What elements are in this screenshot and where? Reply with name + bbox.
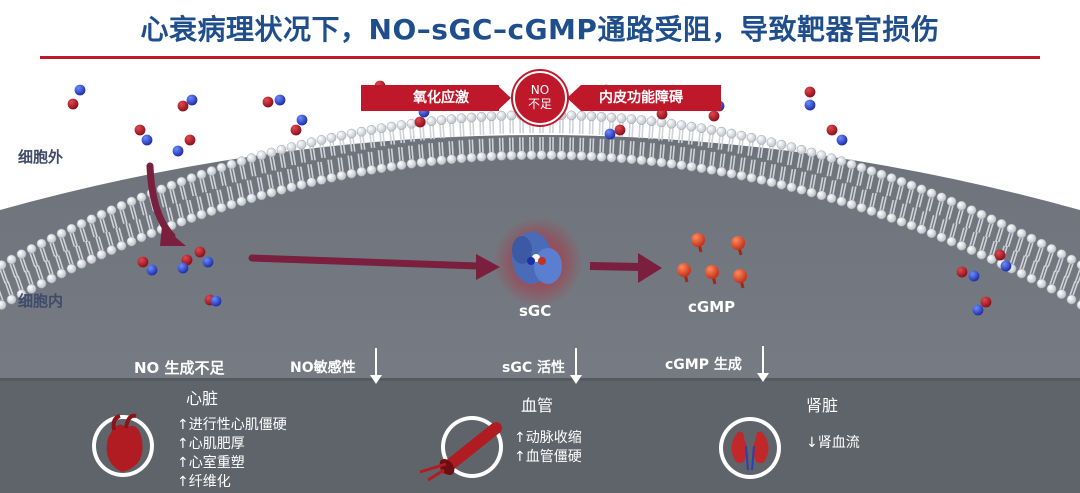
heart-effect: ↑心肌肥厚 — [177, 436, 245, 452]
kidney-effects-list: ↓肾血流 — [806, 434, 860, 453]
vessel-effect: ↑血管僵硬 — [514, 449, 582, 465]
heart-icon — [92, 413, 154, 477]
title-underline — [40, 56, 1040, 59]
endothelial-dysfunction-badge: 内皮功能障碍 — [581, 85, 721, 111]
heart-effect: ↑纤维化 — [177, 474, 231, 490]
down-arrow-icon — [570, 348, 582, 384]
organ-vessel-title: 血管 — [521, 396, 554, 415]
sgc-activity-label: sGC 活性 — [502, 360, 565, 376]
kidney-icon — [719, 417, 781, 479]
no-badge-line1: NO — [530, 83, 550, 97]
oxidative-stress-label: 氧化应激 — [413, 90, 469, 106]
page-title: 心衰病理状况下，NO–sGC–cGMP通路受阻，导致靶器官损伤 — [140, 13, 940, 46]
heart-effect: ↑心室重塑 — [177, 455, 245, 471]
arrow-right-icon — [497, 85, 511, 111]
extracellular-label: 细胞外 — [18, 148, 64, 166]
no-to-sgc-arrow — [248, 254, 482, 270]
no-deficiency-badge: NO 不足 — [513, 71, 567, 125]
heart-effect: ↑进行性心肌僵硬 — [177, 417, 287, 433]
no-deficiency-label: NO 生成不足 — [134, 359, 225, 377]
down-arrow-icon — [757, 346, 769, 382]
blood-vessel-icon — [419, 416, 503, 482]
cgmp-production-label: cGMP 生成 — [665, 357, 742, 373]
sgc-to-cgmp-arrow — [589, 262, 641, 271]
cgmp-molecules — [677, 233, 747, 289]
sgc-label: sGC — [519, 302, 552, 320]
heart-effects-list: ↑进行性心肌僵硬 ↑心肌肥厚 ↑心室重塑 ↑纤维化 — [177, 416, 287, 492]
arrow-left-icon — [567, 85, 581, 111]
intracellular-label: 细胞内 — [18, 292, 64, 310]
kidney-effect: ↓肾血流 — [806, 435, 860, 451]
pathway-diagram — [0, 80, 1080, 493]
no-sensitivity-label: NO敏感性 — [290, 360, 356, 376]
cgmp-label: cGMP — [688, 298, 736, 316]
organ-kidney-title: 肾脏 — [806, 396, 839, 415]
vessel-effects-list: ↑动脉收缩 ↑血管僵硬 — [514, 429, 582, 467]
no-molecules — [67, 80, 1012, 316]
organ-band — [0, 380, 1080, 493]
oxidative-stress-badge: 氧化应激 — [361, 85, 499, 111]
organ-heart-title: 心脏 — [186, 389, 219, 408]
endothelial-dysfunction-label: 内皮功能障碍 — [599, 90, 683, 106]
sgc-enzyme-icon — [512, 232, 562, 284]
vessel-effect: ↑动脉收缩 — [514, 430, 582, 446]
no-badge-line2: 不足 — [527, 97, 552, 111]
down-arrow-icon — [370, 348, 382, 384]
